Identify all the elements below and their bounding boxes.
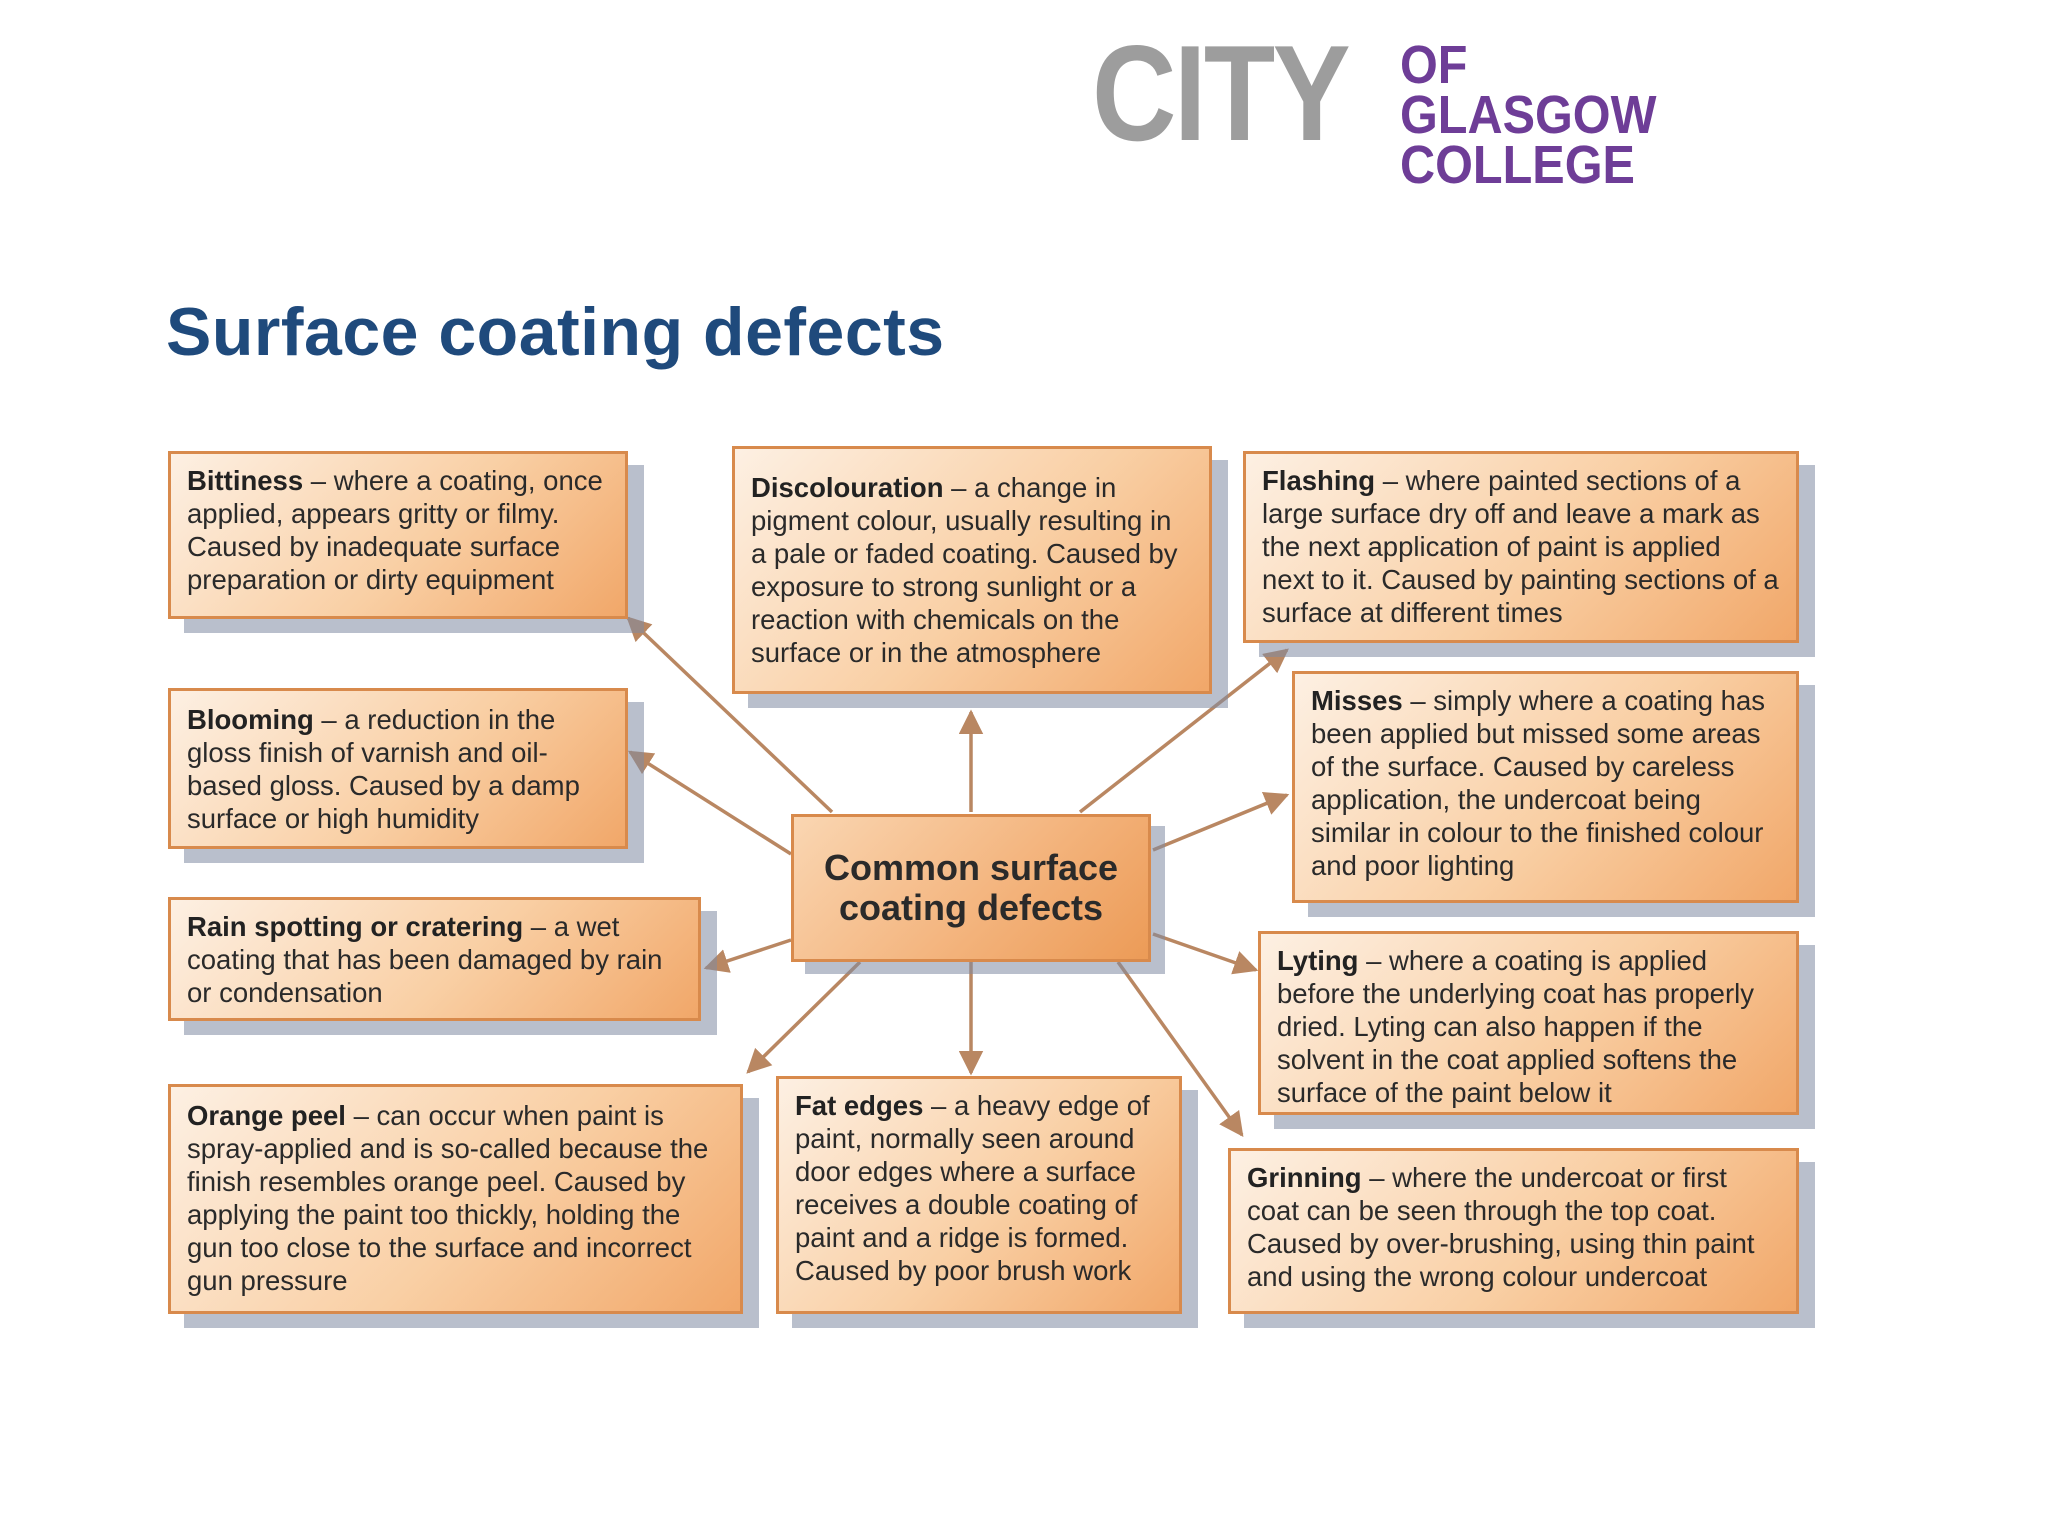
- defect-box-misses: Misses – simply where a coating has been…: [1292, 671, 1799, 903]
- logo-primary-text: CITY: [1092, 17, 1351, 169]
- logo-sub-text: OF GLASGOW COLLEGE: [1400, 35, 1735, 195]
- defect-description: – simply where a coating has been applie…: [1311, 685, 1766, 881]
- logo-line-1: OF GLASGOW: [1400, 35, 1657, 145]
- defect-description: – where painted sections of a large surf…: [1262, 465, 1779, 628]
- arrow-to-flashing: [1078, 648, 1289, 814]
- defect-term: Orange peel: [187, 1100, 346, 1131]
- arrow-to-bittiness: [626, 616, 834, 814]
- defect-term: Misses: [1311, 685, 1403, 716]
- defect-box-lyting: Lyting – where a coating is applied befo…: [1258, 931, 1799, 1115]
- defect-term: Lyting: [1277, 945, 1359, 976]
- defect-description: – can occur when paint is spray-applied …: [187, 1100, 709, 1296]
- defect-box-orange-peel: Orange peel – can occur when paint is sp…: [168, 1084, 743, 1314]
- defect-term: Bittiness: [187, 465, 304, 496]
- defect-term: Fat edges: [795, 1090, 924, 1121]
- defect-box-bittiness: Bittiness – where a coating, once applie…: [168, 451, 628, 619]
- defect-box-grinning: Grinning – where the undercoat or first …: [1228, 1148, 1799, 1314]
- defect-term: Rain spotting or cratering: [187, 911, 524, 942]
- central-node: Common surface coating defects: [791, 814, 1151, 962]
- arrow-to-grinning: [1116, 960, 1244, 1137]
- defect-description: – where a coating, once applied, appears…: [187, 465, 603, 595]
- defect-description: – a change in pigment colour, usually re…: [751, 472, 1178, 668]
- arrow-to-misses: [1152, 792, 1290, 852]
- defect-description: – where a coating is applied before the …: [1277, 945, 1754, 1108]
- defect-description: – a wet coating that has been damaged by…: [187, 911, 663, 1008]
- college-logo: CITY OF GLASGOW COLLEGE: [1092, 17, 1772, 192]
- defect-box-rain-spotting: Rain spotting or cratering – a wet coati…: [168, 897, 701, 1021]
- logo-line-2: COLLEGE: [1400, 135, 1635, 195]
- defect-box-fat-edges: Fat edges – a heavy edge of paint, norma…: [776, 1076, 1182, 1314]
- defect-description: – where the undercoat or first coat can …: [1247, 1162, 1755, 1292]
- defect-term: Grinning: [1247, 1162, 1362, 1193]
- defect-description: – a heavy edge of paint, normally seen a…: [795, 1090, 1150, 1286]
- page-title: Surface coating defects: [166, 294, 945, 370]
- defect-box-discolouration: Discolouration – a change in pigment col…: [732, 446, 1212, 694]
- defect-term: Discolouration: [751, 472, 944, 503]
- arrow-to-rain-spotting: [703, 938, 792, 973]
- arrow-to-blooming: [627, 750, 792, 856]
- arrow-to-orange-peel: [746, 960, 862, 1074]
- defect-box-blooming: Blooming – a reduction in the gloss fini…: [168, 688, 628, 849]
- defect-term: Flashing: [1262, 465, 1376, 496]
- defect-box-flashing: Flashing – where painted sections of a l…: [1243, 451, 1799, 643]
- arrow-to-lyting: [1152, 932, 1259, 975]
- defect-description: – a reduction in the gloss finish of var…: [187, 704, 580, 834]
- central-node-label: Common surface coating defects: [823, 847, 1119, 928]
- defect-term: Blooming: [187, 704, 314, 735]
